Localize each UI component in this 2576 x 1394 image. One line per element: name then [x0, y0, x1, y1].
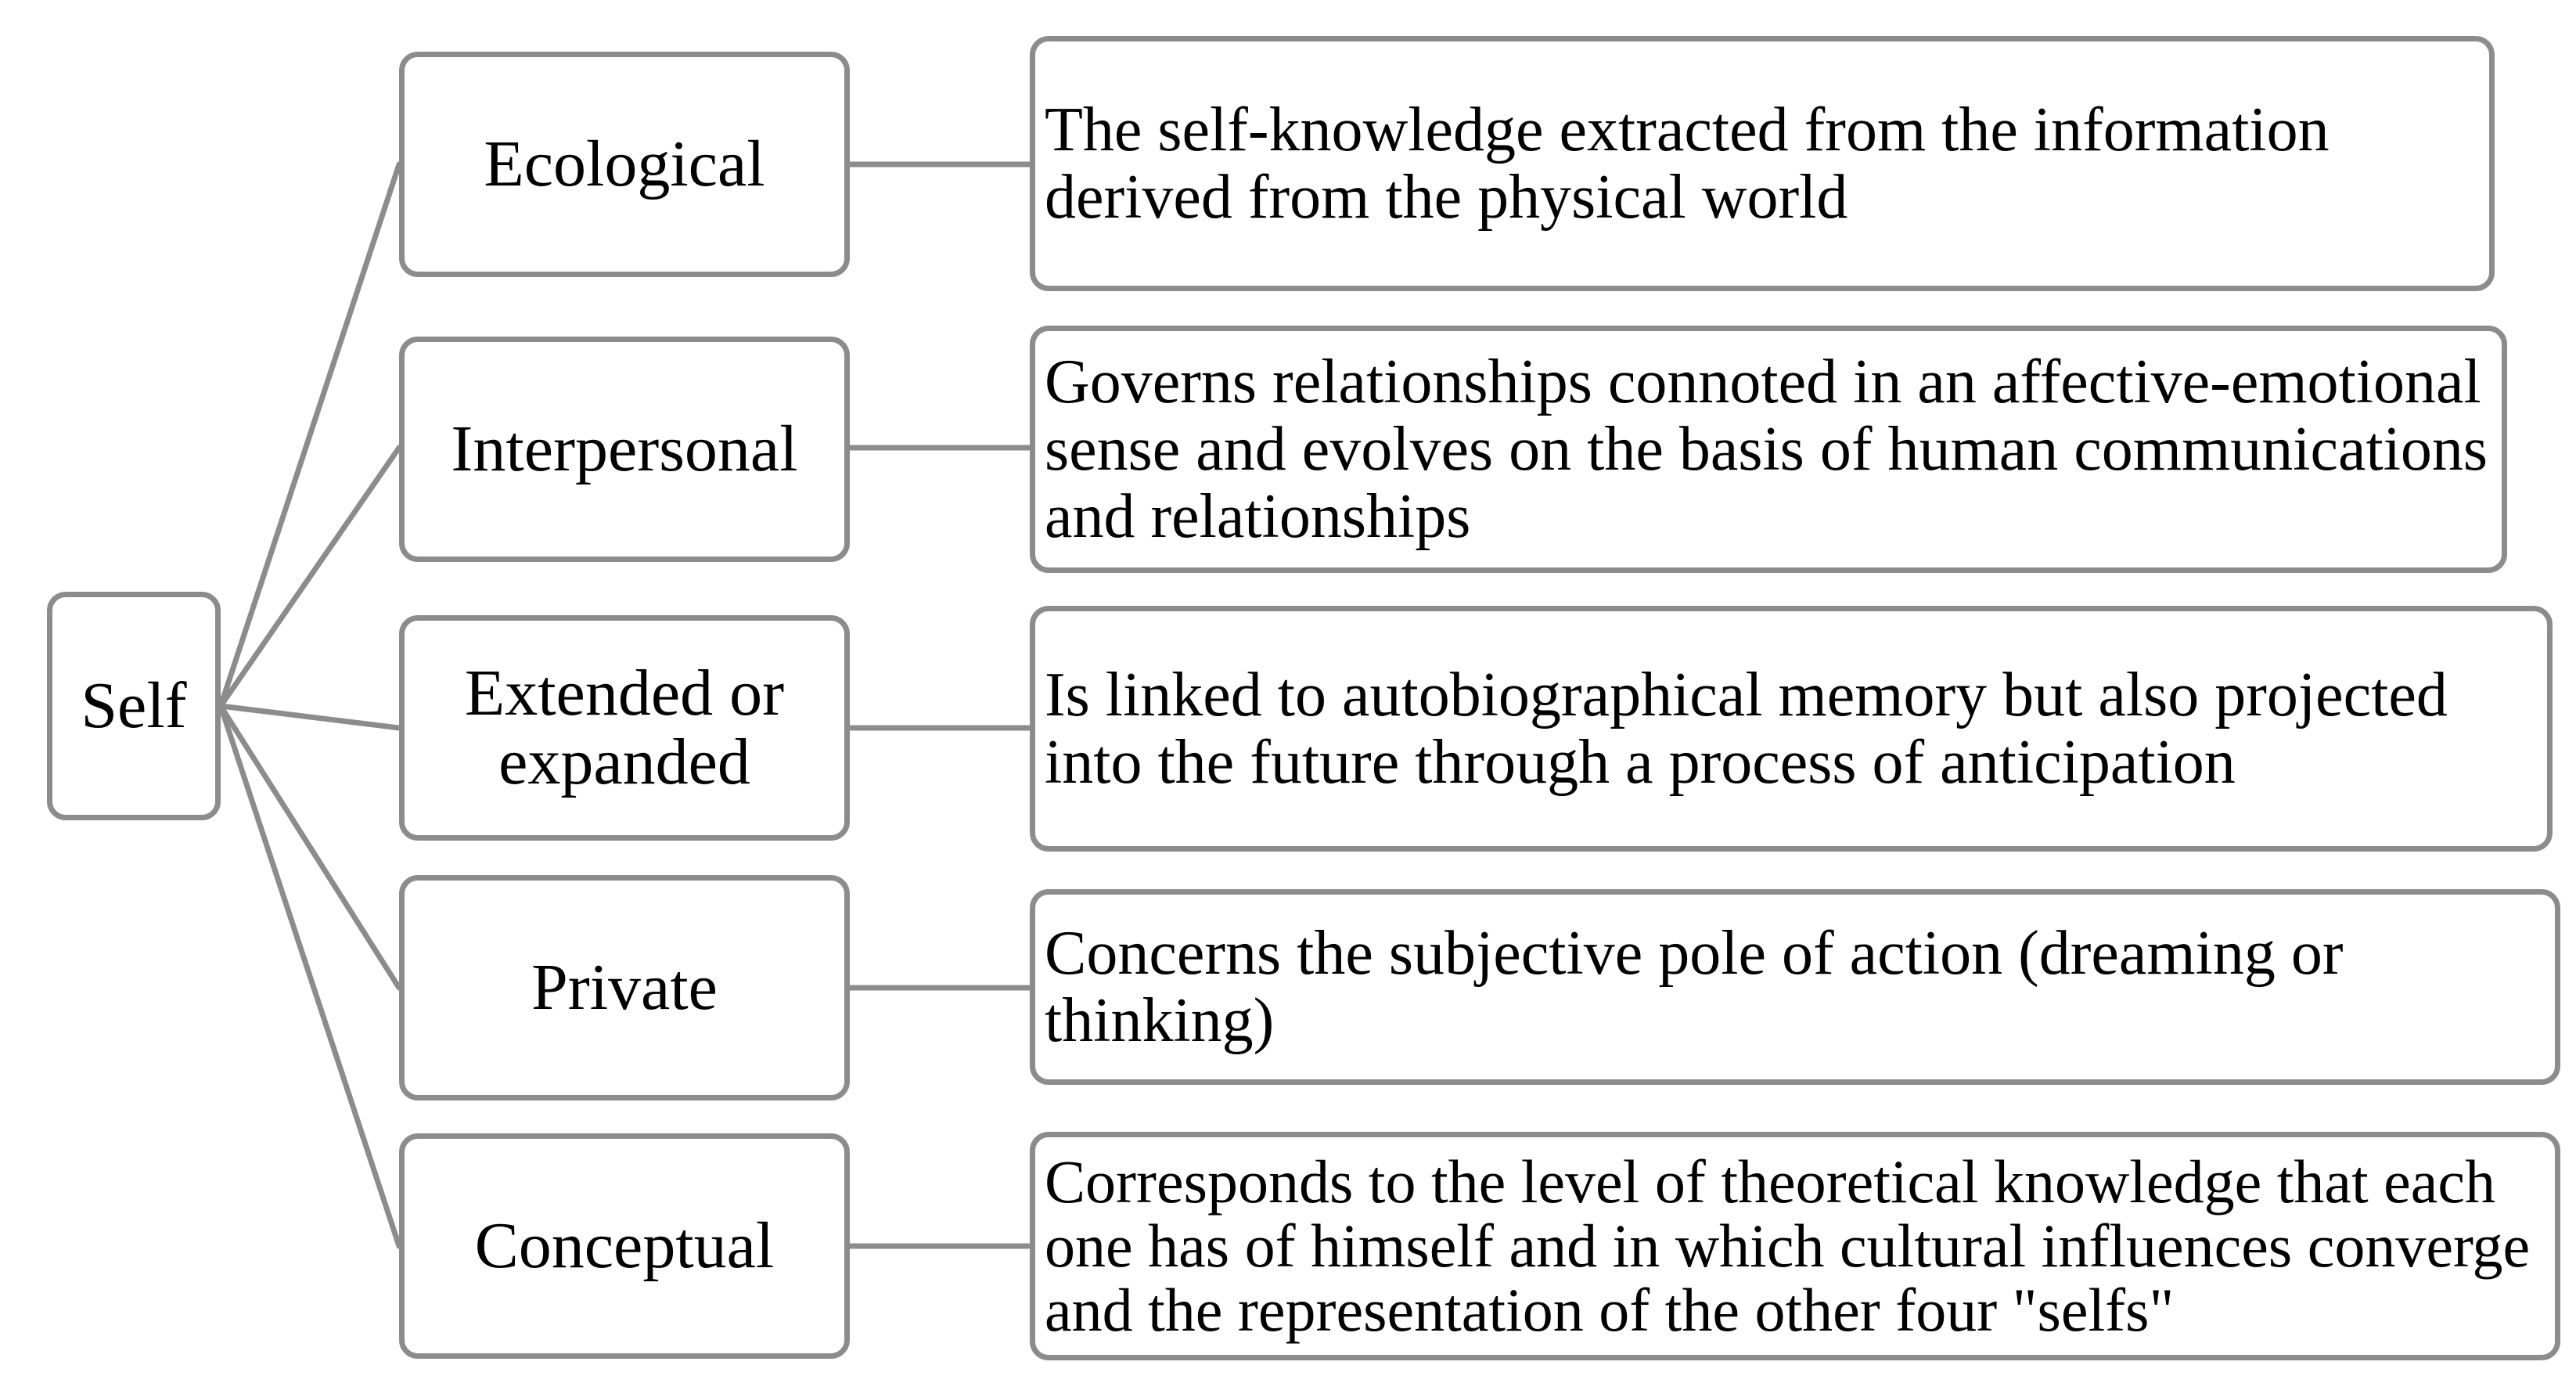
link-self-interpersonal: [218, 445, 402, 709]
link-self-extended: [218, 703, 402, 731]
extended-description-box: Is linked to autobiographical memory but…: [1030, 606, 2553, 852]
ecological-label: Ecological: [484, 128, 765, 200]
interpersonal-node: Interpersonal: [399, 337, 850, 562]
conceptual-node: Conceptual: [399, 1133, 850, 1359]
private-description-box: Concerns the subjective pole of action (…: [1030, 889, 2560, 1085]
ecological-node: Ecological: [399, 52, 850, 277]
interpersonal-label: Interpersonal: [451, 412, 798, 485]
conceptual-description: Corresponds to the level of theoretical …: [1045, 1147, 2531, 1344]
ecological-description: The self-knowledge extracted from the in…: [1045, 95, 2330, 232]
link-self-conceptual: [218, 703, 402, 1249]
extended-description: Is linked to autobiographical memory but…: [1045, 661, 2448, 797]
private-description: Concerns the subjective pole of action (…: [1045, 919, 2344, 1055]
self-node: Self: [47, 592, 221, 820]
extended-node: Extended or expanded: [399, 615, 850, 841]
interpersonal-description: Governs relationships connoted in an aff…: [1045, 348, 2488, 551]
conceptual-label: Conceptual: [474, 1209, 775, 1282]
private-node: Private: [399, 875, 850, 1100]
self-label: Self: [81, 669, 187, 742]
extended-label: Extended or expanded: [464, 657, 785, 798]
conceptual-description-box: Corresponds to the level of theoretical …: [1030, 1132, 2560, 1360]
interpersonal-description-box: Governs relationships connoted in an aff…: [1030, 326, 2507, 573]
private-label: Private: [531, 951, 718, 1024]
link-self-private: [218, 703, 402, 991]
link-self-ecological: [218, 161, 402, 709]
ecological-description-box: The self-knowledge extracted from the in…: [1030, 36, 2495, 291]
